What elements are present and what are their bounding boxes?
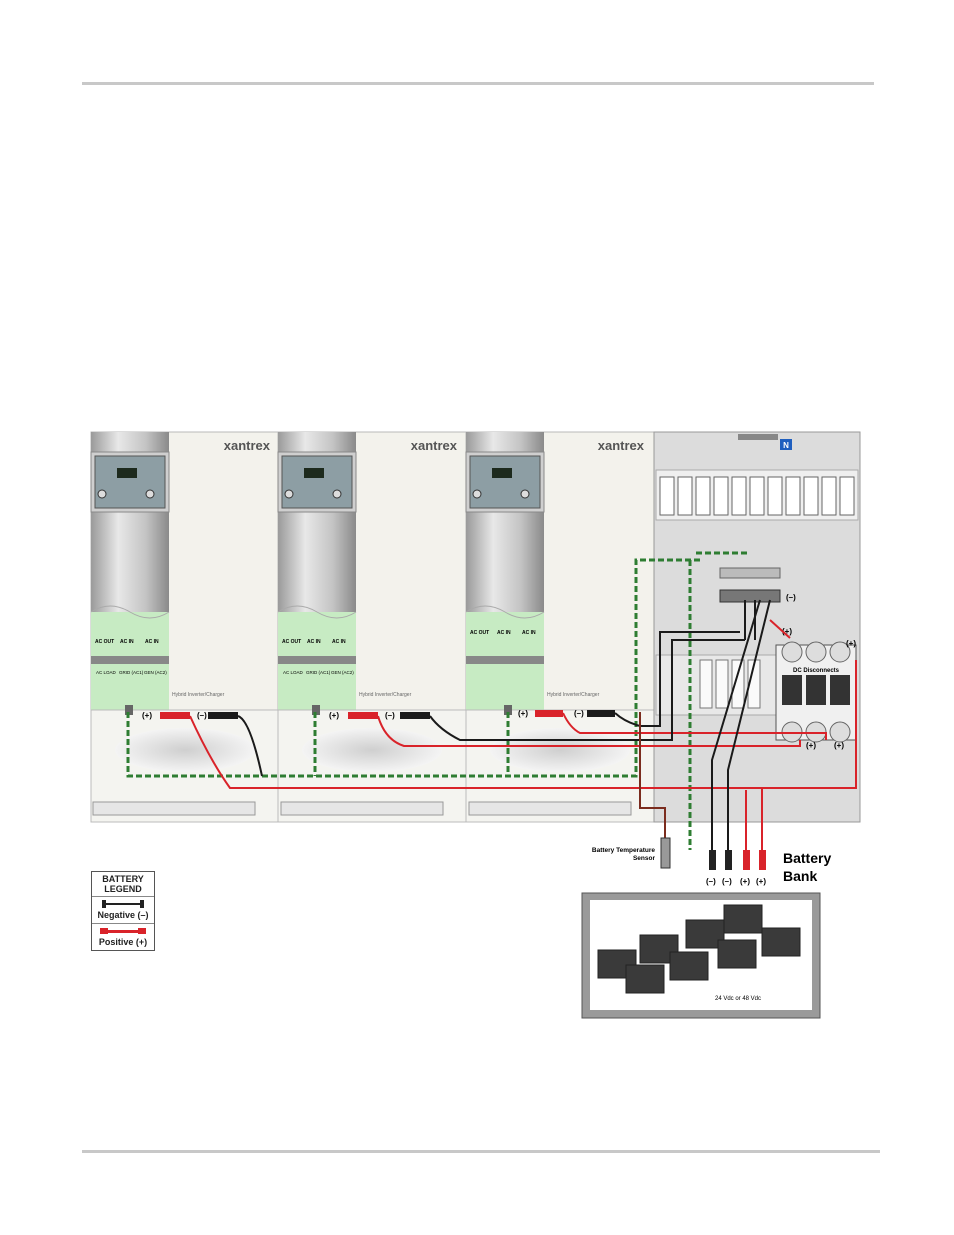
panel-pos-label-b: (+): [846, 639, 856, 648]
sensor-wire: [639, 712, 666, 860]
battery-bank-title-1: Battery: [783, 850, 831, 866]
terminal-sub-grid-1: GRID (AC1): [119, 670, 144, 675]
terminal-label-acout-2: AC OUT: [282, 639, 301, 645]
dc-disconnects-label: DC Disconnects: [793, 668, 840, 674]
terminal-sub-grid-2: GRID (AC1): [306, 670, 331, 675]
negative-cable-icon: [102, 900, 144, 908]
inverter-unit-1: AC OUT AC IN AC IN AC LOAD GRID (AC1) GE…: [90, 431, 279, 823]
legend-title-1: BATTERY: [102, 874, 144, 884]
battery-bank-title-2: Bank: [783, 868, 817, 884]
terminal-sub-gen-1: GEN (AC2): [144, 670, 167, 675]
terminal-label-acin-gen-3: AC IN: [522, 630, 536, 636]
terminal-sub-gen-2: GEN (AC2): [331, 670, 354, 675]
terminal-label-acin-grid-2: AC IN: [307, 639, 321, 645]
terminal-label-acout-3: AC OUT: [470, 630, 489, 636]
positive-cable-icon: [100, 928, 146, 934]
sensor-label-line1: Battery Temperature: [592, 847, 655, 854]
neg-terminal-label-3: (–): [574, 709, 584, 718]
battery-legend: BATTERY LEGEND Negative (–) Positive (+): [91, 871, 155, 951]
neutral-label: N: [783, 441, 789, 450]
positive-wires: [189, 619, 857, 850]
inverter-unit-3: AC OUT AC IN AC IN xantrex Hybrid Invert…: [465, 431, 655, 823]
battery-temp-sensor: Battery Temperature Sensor: [592, 837, 671, 869]
legend-positive-row: Positive (+): [92, 923, 154, 950]
inverter-unit-2: AC OUT AC IN AC IN AC LOAD GRID (AC1) GE…: [277, 431, 467, 823]
terminal-sub-load-1: AC LOAD: [96, 670, 117, 675]
legend-negative-label: Negative (–): [97, 910, 149, 920]
brand-logo-1: xantrex: [224, 438, 271, 453]
terminal-label-acin-grid-1: AC IN: [120, 639, 134, 645]
terminal-label-acout-1: AC OUT: [95, 639, 114, 645]
neg-terminal-label-1: (–): [197, 711, 207, 720]
distribution-panel: N (–) DC Disconnects (+) (+) (+) (+): [653, 431, 861, 823]
battery-cable-terminals: (–) (–) (+) (+): [706, 850, 766, 886]
panel-pos-label-c: (+): [806, 741, 816, 750]
legend-negative-row: Negative (–): [92, 896, 154, 923]
sensor-label-line2: Sensor: [633, 855, 656, 862]
pos-terminal-label-3: (+): [518, 709, 528, 718]
footer-rule: [82, 1150, 880, 1153]
terminal-label-acin-grid-3: AC IN: [497, 630, 511, 636]
negative-wires: [237, 599, 771, 850]
pos-terminal-label-2: (+): [329, 711, 339, 720]
pos-terminal-label-1: (+): [142, 711, 152, 720]
model-label-2: Hybrid Inverter/Charger: [359, 692, 412, 698]
legend-positive-label: Positive (+): [98, 937, 148, 947]
battery-terminal-label-3: (+): [740, 877, 750, 886]
header-rule: [82, 82, 874, 85]
brand-logo-3: xantrex: [598, 438, 645, 453]
battery-voltage-label: 24 Vdc or 48 Vdc: [715, 996, 761, 1002]
legend-title-2: LEGEND: [104, 884, 142, 894]
panel-pos-label-d: (+): [834, 741, 844, 750]
negative-bus-label: (–): [786, 593, 796, 602]
model-label-1: Hybrid Inverter/Charger: [172, 692, 225, 698]
neg-terminal-label-2: (–): [385, 711, 395, 720]
terminal-sub-load-2: AC LOAD: [283, 670, 304, 675]
battery-bank-image: 24 Vdc or 48 Vdc: [581, 892, 821, 1019]
battery-terminal-label-1: (–): [706, 877, 716, 886]
model-label-3: Hybrid Inverter/Charger: [547, 692, 600, 698]
battery-terminal-label-4: (+): [756, 877, 766, 886]
battery-terminal-label-2: (–): [722, 877, 732, 886]
terminal-label-acin-gen-2: AC IN: [332, 639, 346, 645]
terminal-label-acin-gen-1: AC IN: [145, 639, 159, 645]
ground-wires: [126, 551, 750, 850]
panel-pos-label-a: (+): [782, 627, 792, 636]
brand-logo-2: xantrex: [411, 438, 458, 453]
